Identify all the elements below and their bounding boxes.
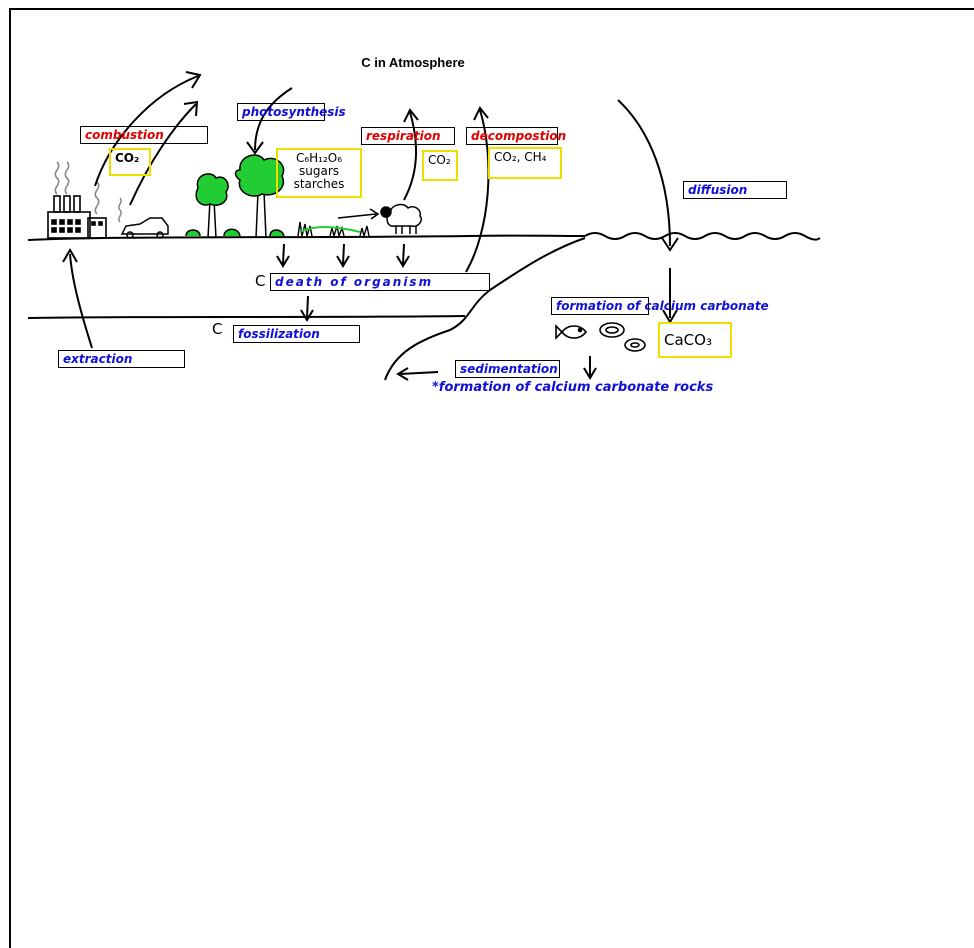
label-photosynthesis: photosynthesis	[237, 103, 346, 121]
label-formation-rocks: *formation of calcium carbonate rocks	[432, 380, 714, 395]
label-diffusion: diffusion	[683, 181, 787, 199]
arrow-death-3	[396, 243, 410, 268]
diagram-title: C in Atmosphere	[361, 55, 465, 70]
formula-glucose-box: C₆H₁₂O₆ sugars starches	[276, 148, 362, 198]
label-respiration: respiration	[361, 127, 455, 145]
arrow-death-2	[336, 243, 350, 268]
arrow-death-1	[276, 243, 290, 268]
rock-layer-line	[27, 315, 466, 319]
label-combustion: combustion	[80, 126, 208, 144]
label-death-of-organism: death of organism	[270, 273, 490, 291]
arrow-photosynthesis	[254, 87, 293, 151]
factory-icon	[47, 161, 107, 239]
arrow-sedimentation-down	[583, 356, 597, 380]
arrow-respiration	[403, 111, 417, 201]
arrow-decomposition	[465, 109, 490, 273]
label-formation-caco3: formation of calcium carbonate	[551, 297, 769, 315]
formula-sugars: sugars	[298, 164, 339, 178]
carbon-marker-fossil: C	[212, 320, 223, 338]
arrow-extraction	[69, 253, 93, 349]
formula-caco3: CaCO₃	[658, 322, 732, 358]
label-sedimentation: sedimentation	[455, 360, 560, 378]
diagram-frame	[9, 8, 974, 948]
formula-glucose: C₆H₁₂O₆	[295, 151, 343, 165]
car-icon	[118, 197, 169, 239]
ground-line	[27, 234, 586, 241]
arrow-fossilization	[300, 295, 314, 322]
label-decomposition: decompostion	[466, 127, 566, 145]
water-surface	[584, 232, 821, 241]
fish-icon	[555, 324, 588, 340]
tree-icon	[185, 154, 285, 239]
arrow-sedimentation-left	[396, 367, 439, 381]
label-fossilization: fossilization	[233, 325, 360, 343]
shell-icon	[599, 322, 646, 352]
arrow-diffusion	[617, 99, 671, 247]
arrow-combustion-1	[94, 75, 199, 187]
shoreline	[384, 237, 586, 381]
formula-respiration-co2: CO₂	[422, 150, 458, 181]
arrow-combustion-2	[129, 103, 197, 206]
formula-decomposition-gases: CO₂, CH₄	[488, 147, 562, 179]
formula-combustion-co2: CO₂	[109, 148, 151, 176]
carbon-marker-death: C	[255, 272, 266, 290]
label-extraction: extraction	[58, 350, 185, 368]
formula-starches: starches	[293, 177, 345, 191]
arrow-ocean-down	[662, 268, 678, 324]
arrow-grass-to-sheep	[337, 213, 377, 219]
sheep-icon	[380, 203, 423, 234]
